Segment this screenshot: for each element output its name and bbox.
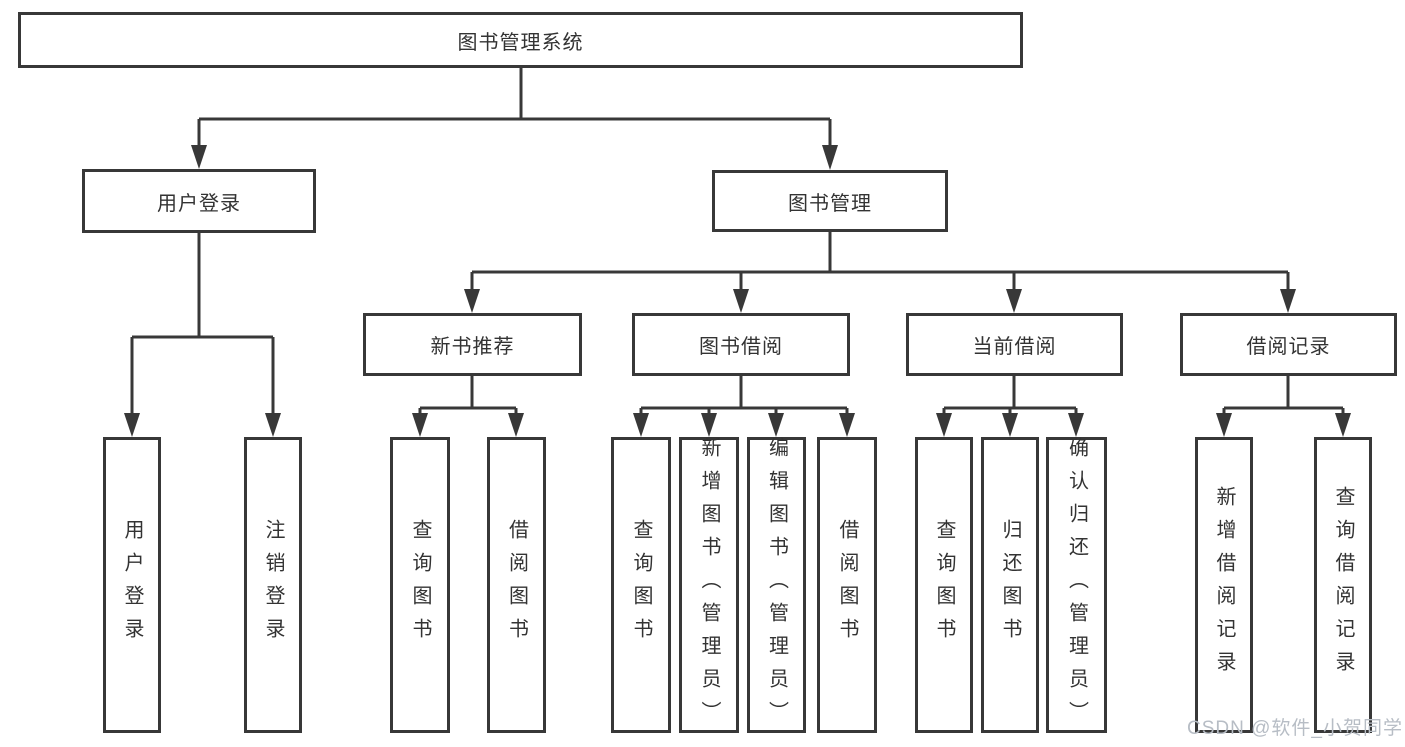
node-book-management: 图书管理 bbox=[712, 170, 948, 232]
leaf-query-books-3-label: 查询图书 bbox=[933, 519, 955, 651]
node-user-login-label: 用户登录 bbox=[157, 192, 241, 215]
leaf-query-books-2-label: 查询图书 bbox=[630, 519, 652, 651]
leaf-return-book: 归还图书 bbox=[981, 437, 1039, 733]
node-root-label: 图书管理系统 bbox=[457, 31, 584, 54]
leaf-borrow-books-2: 借阅图书 bbox=[817, 437, 877, 733]
leaf-confirm-return-admin-label: 确认归还（管理员） bbox=[1065, 436, 1088, 734]
leaf-borrow-books-1: 借阅图书 bbox=[487, 437, 546, 733]
leaf-add-borrow-record: 新增借阅记录 bbox=[1195, 437, 1253, 733]
node-borrow-records-label: 借阅记录 bbox=[1246, 336, 1331, 358]
node-user-login: 用户登录 bbox=[82, 169, 316, 233]
node-new-book-recommend-label: 新书推荐 bbox=[430, 336, 515, 358]
leaf-logout-login: 注销登录 bbox=[244, 437, 302, 733]
node-borrow-records: 借阅记录 bbox=[1180, 313, 1397, 376]
leaf-confirm-return-admin: 确认归还（管理员） bbox=[1046, 436, 1107, 734]
node-current-borrow-label: 当前借阅 bbox=[972, 336, 1057, 358]
leaf-add-borrow-record-label: 新增借阅记录 bbox=[1213, 486, 1235, 684]
leaf-query-borrow-record: 查询借阅记录 bbox=[1314, 437, 1372, 733]
node-current-borrow: 当前借阅 bbox=[906, 313, 1123, 376]
leaf-borrow-books-1-label: 借阅图书 bbox=[505, 519, 528, 651]
leaf-query-books-3: 查询图书 bbox=[915, 437, 973, 733]
node-new-book-recommend: 新书推荐 bbox=[363, 313, 582, 376]
leaf-query-books-1-label: 查询图书 bbox=[409, 519, 431, 651]
leaf-user-login: 用户登录 bbox=[103, 437, 161, 733]
leaf-edit-book-admin: 编辑图书（管理员） bbox=[747, 436, 806, 734]
leaf-query-borrow-record-label: 查询借阅记录 bbox=[1332, 486, 1354, 684]
leaf-edit-book-admin-label: 编辑图书（管理员） bbox=[765, 436, 788, 734]
leaf-logout-login-label: 注销登录 bbox=[262, 519, 284, 651]
leaf-return-book-label: 归还图书 bbox=[999, 519, 1021, 651]
node-book-management-label: 图书管理 bbox=[788, 192, 872, 215]
watermark: CSDN @软件_小贺同学 bbox=[1187, 718, 1403, 739]
leaf-query-books-1: 查询图书 bbox=[390, 437, 450, 733]
leaf-add-book-admin-label: 新增图书（管理员） bbox=[698, 436, 720, 734]
node-root: 图书管理系统 bbox=[18, 12, 1023, 68]
leaf-user-login-label: 用户登录 bbox=[121, 519, 143, 651]
node-book-borrow: 图书借阅 bbox=[632, 313, 850, 376]
leaf-query-books-2: 查询图书 bbox=[611, 437, 671, 733]
leaf-add-book-admin: 新增图书（管理员） bbox=[679, 436, 739, 734]
leaf-borrow-books-2-label: 借阅图书 bbox=[836, 519, 858, 651]
node-book-borrow-label: 图书借阅 bbox=[699, 336, 783, 358]
